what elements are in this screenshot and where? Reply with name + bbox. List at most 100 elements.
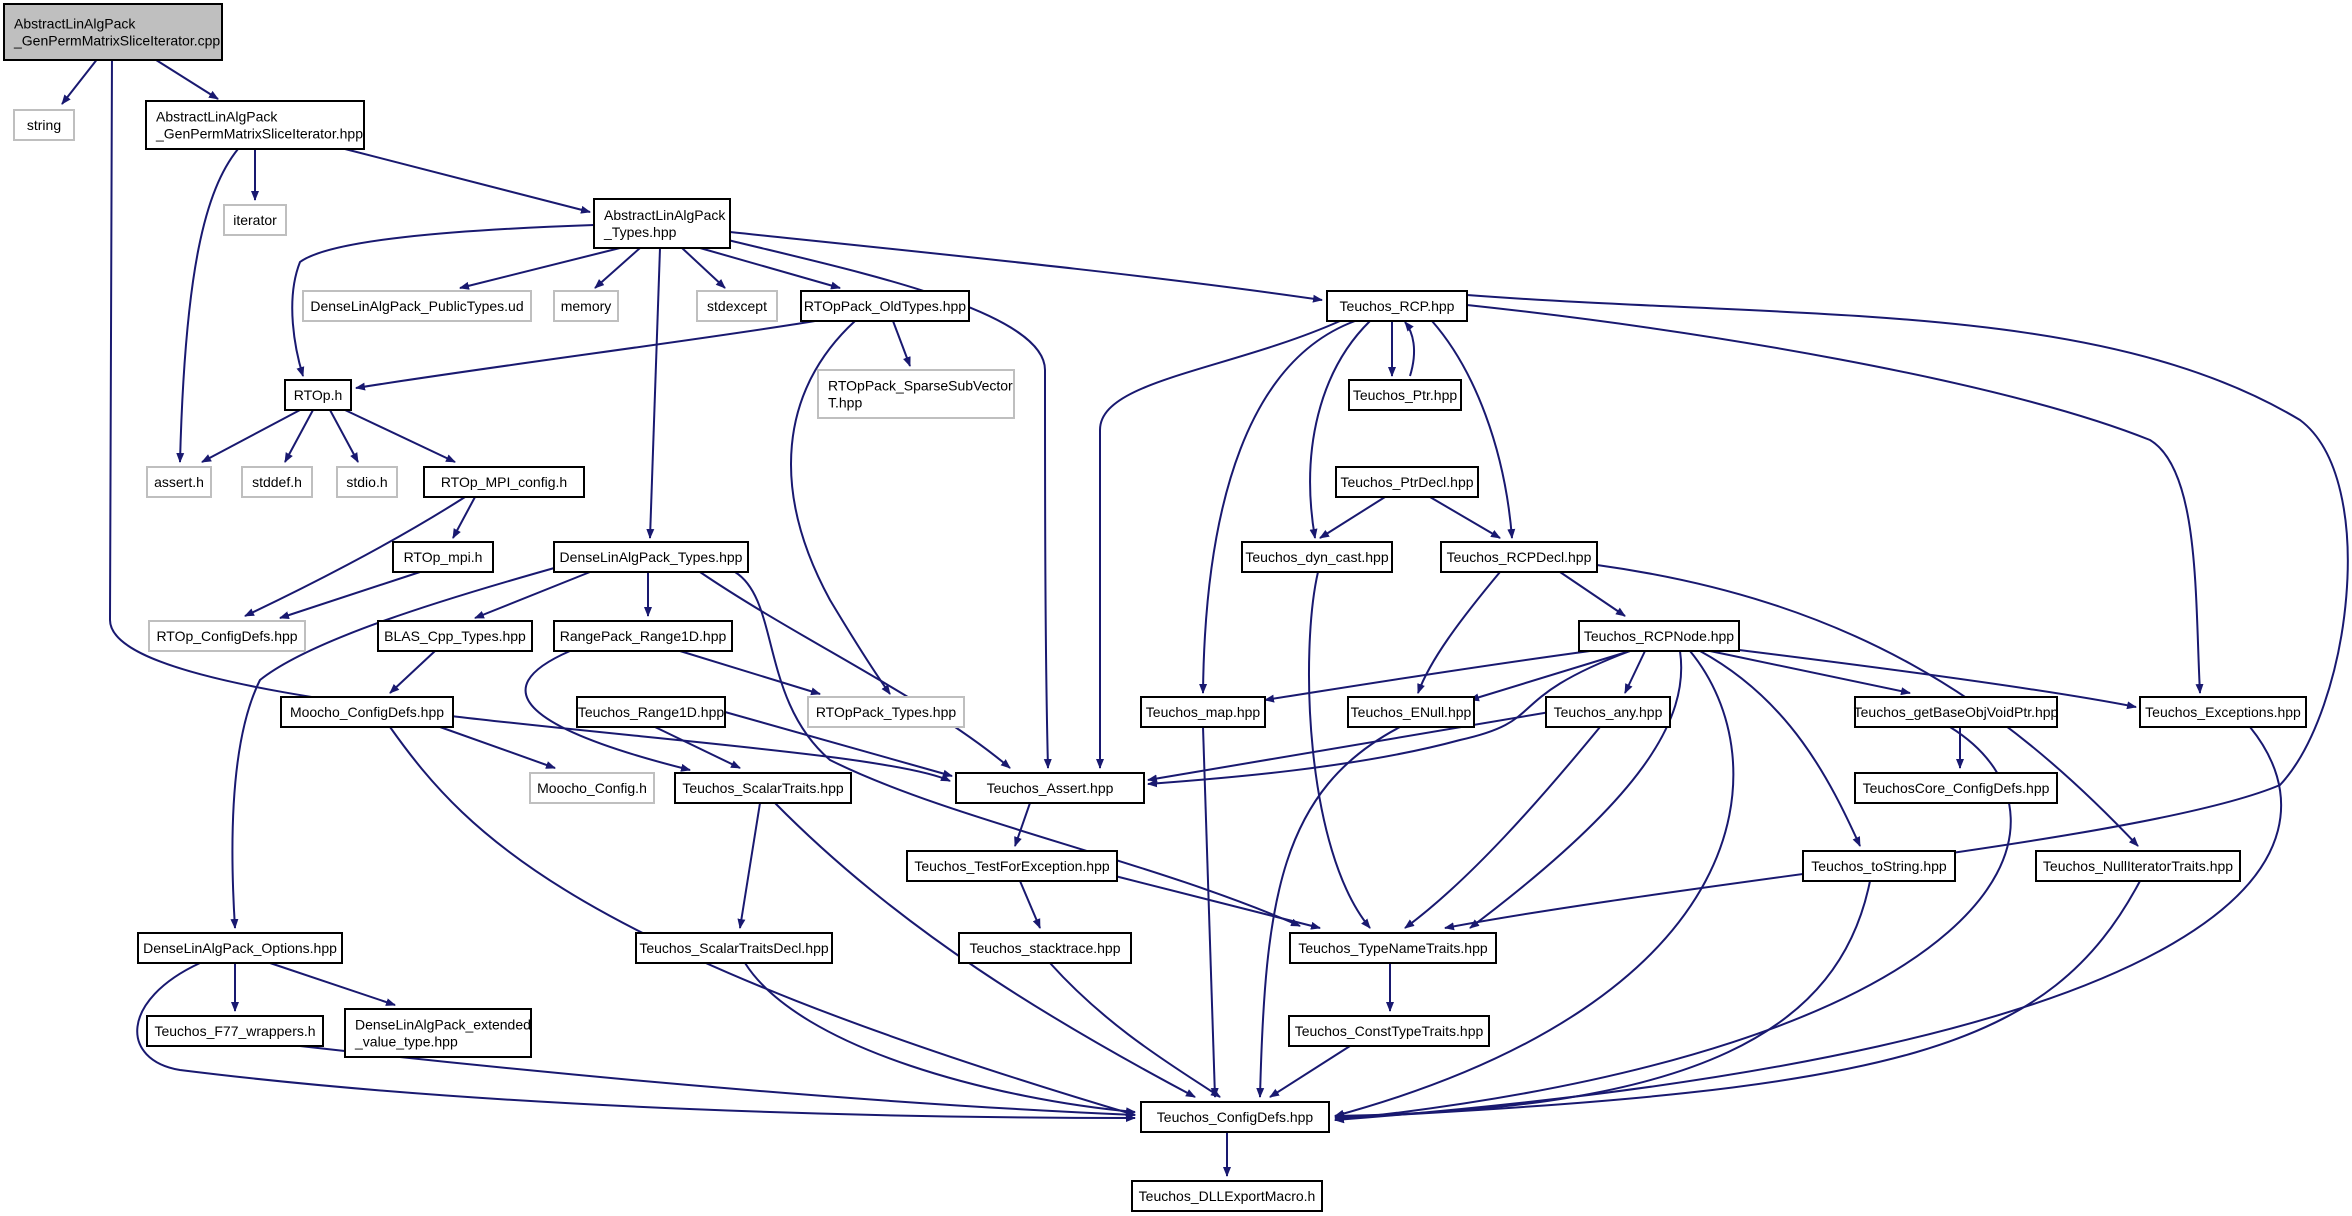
edge-rcpnode-to-exceptions <box>1738 649 2137 710</box>
node-rtoppack-types[interactable]: RTOpPack_Types.hpp <box>807 696 965 728</box>
node-moocho-cfg[interactable]: Moocho_ConfigDefs.hpp <box>280 696 454 728</box>
node-rtop-old[interactable]: RTOpPack_OldTypes.hpp <box>800 290 970 322</box>
node-testexc[interactable]: Teuchos_TestForException.hpp <box>906 850 1118 882</box>
node-dla-options[interactable]: DenseLinAlgPack_Options.hpp <box>137 932 343 964</box>
node-blas[interactable]: BLAS_Cpp_Types.hpp <box>377 620 533 652</box>
node-dla-pub[interactable]: DenseLinAlgPack_PublicTypes.ud <box>302 290 532 322</box>
node-label: AbstractLinAlgPack <box>156 109 278 125</box>
node-rtop-mpi[interactable]: RTOp_mpi.h <box>392 541 494 573</box>
edge-range1d-to-rtoppack_types <box>679 650 821 696</box>
node-dla-ext[interactable]: DenseLinAlgPack_extended_value_type.hpp <box>344 1008 532 1058</box>
node-label: Teuchos_map.hpp <box>1146 704 1261 720</box>
node-label: RTOpPack_Types.hpp <box>816 704 957 720</box>
node-memory[interactable]: memory <box>553 290 619 322</box>
node-label: DenseLinAlgPack_extended <box>355 1017 531 1033</box>
edge-root-to-t_assert <box>108 52 951 782</box>
node-range1d[interactable]: RangePack_Range1D.hpp <box>553 620 733 652</box>
node-box <box>553 290 619 322</box>
node-label: RTOp.h <box>294 387 343 403</box>
node-t-assert[interactable]: Teuchos_Assert.hpp <box>955 772 1145 804</box>
node-map[interactable]: Teuchos_map.hpp <box>1140 696 1266 728</box>
edge-rcpnode-to-tostring <box>1699 650 1861 847</box>
node-stddef[interactable]: stddef.h <box>241 466 313 498</box>
node-gpmsi-hpp[interactable]: AbstractLinAlgPack_GenPermMatrixSliceIte… <box>145 100 365 150</box>
node-ptrdecl[interactable]: Teuchos_PtrDecl.hpp <box>1335 466 1479 498</box>
node-box <box>1326 290 1468 322</box>
node-label: RTOpPack_SparseSubVector <box>828 378 1013 394</box>
node-any[interactable]: Teuchos_any.hpp <box>1545 696 1671 728</box>
node-dll[interactable]: Teuchos_DLLExportMacro.h <box>1131 1180 1323 1212</box>
edge-ala_types-to-rcp <box>729 231 1323 303</box>
node-label: BLAS_Cpp_Types.hpp <box>384 628 526 644</box>
node-rtop-cfg[interactable]: RTOp_ConfigDefs.hpp <box>148 620 306 652</box>
node-enull[interactable]: Teuchos_ENull.hpp <box>1347 696 1475 728</box>
edge-scalardecl-to-t_cfg <box>744 962 1136 1116</box>
node-box <box>1288 1015 1490 1047</box>
node-ptr[interactable]: Teuchos_Ptr.hpp <box>1348 379 1462 411</box>
node-nulliter[interactable]: Teuchos_NullIteratorTraits.hpp <box>2035 850 2241 882</box>
node-t-cfg[interactable]: Teuchos_ConfigDefs.hpp <box>1140 1101 1330 1133</box>
node-moocho-config[interactable]: Moocho_Config.h <box>529 772 655 804</box>
edge-testexc-to-stacktrace <box>1019 880 1041 929</box>
node-stdexcept[interactable]: stdexcept <box>696 290 778 322</box>
edge-rtop_old-to-rtoppack_types <box>790 320 891 695</box>
node-label: _GenPermMatrixSliceIterator.cpp <box>13 33 220 49</box>
node-tostring[interactable]: Teuchos_toString.hpp <box>1802 850 1956 882</box>
edge-ala_types-to-rtop_old <box>699 247 841 290</box>
node-box <box>800 290 970 322</box>
node-box <box>955 772 1145 804</box>
node-box <box>148 620 306 652</box>
node-rcp[interactable]: Teuchos_RCP.hpp <box>1326 290 1468 322</box>
node-rtop-h[interactable]: RTOp.h <box>284 379 352 411</box>
node-label: Teuchos_ConstTypeTraits.hpp <box>1295 1023 1484 1039</box>
node-label: Teuchos_Exceptions.hpp <box>2145 704 2301 720</box>
node-label: Teuchos_stacktrace.hpp <box>970 940 1121 956</box>
edge-rtop_h-to-stdio <box>329 409 359 463</box>
node-stdio[interactable]: stdio.h <box>336 466 398 498</box>
node-t-range1d[interactable]: Teuchos_Range1D.hpp <box>576 696 726 728</box>
node-box <box>817 369 1015 419</box>
node-label: RTOp_MPI_config.h <box>441 474 567 490</box>
node-stacktrace[interactable]: Teuchos_stacktrace.hpp <box>958 932 1132 964</box>
node-rcpnode[interactable]: Teuchos_RCPNode.hpp <box>1578 620 1740 652</box>
node-core-cfg[interactable]: TeuchosCore_ConfigDefs.hpp <box>1854 772 2058 804</box>
edge-ala_types-to-memory <box>594 247 641 289</box>
node-getbase[interactable]: Teuchos_getBaseObjVoidPtr.hpp <box>1854 696 2059 728</box>
edge-ptr-to-rcp <box>1404 321 1416 377</box>
node-mpi-config[interactable]: RTOp_MPI_config.h <box>423 466 585 498</box>
edge-stacktrace-to-t_cfg <box>1049 962 1221 1098</box>
node-label: Teuchos_TestForException.hpp <box>914 858 1110 874</box>
node-dyn-cast[interactable]: Teuchos_dyn_cast.hpp <box>1241 541 1393 573</box>
node-typename[interactable]: Teuchos_TypeNameTraits.hpp <box>1289 932 1497 964</box>
node-label: Teuchos_ScalarTraitsDecl.hpp <box>639 940 829 956</box>
edge-rcp-to-exceptions <box>1466 304 2204 694</box>
node-scalar[interactable]: Teuchos_ScalarTraits.hpp <box>674 772 852 804</box>
node-assert-h[interactable]: assert.h <box>146 466 212 498</box>
node-label: DenseLinAlgPack_PublicTypes.ud <box>310 298 523 314</box>
node-label: Teuchos_TypeNameTraits.hpp <box>1298 940 1488 956</box>
node-box <box>807 696 965 728</box>
edge-rcp-to-rcpdecl <box>1431 320 1516 539</box>
node-dla-types[interactable]: DenseLinAlgPack_Types.hpp <box>553 541 749 573</box>
node-f77[interactable]: Teuchos_F77_wrappers.h <box>146 1015 324 1047</box>
node-ala-types[interactable]: AbstractLinAlgPack_Types.hpp <box>593 198 731 249</box>
node-label: RTOp_ConfigDefs.hpp <box>156 628 297 644</box>
node-label: stddef.h <box>252 474 302 490</box>
edge-dyn_cast-to-typename <box>1308 571 1371 929</box>
node-string[interactable]: string <box>13 109 75 141</box>
node-rcpdecl[interactable]: Teuchos_RCPDecl.hpp <box>1440 541 1598 573</box>
node-exceptions[interactable]: Teuchos_Exceptions.hpp <box>2139 696 2307 728</box>
node-box <box>906 850 1118 882</box>
node-label: _GenPermMatrixSliceIterator.hpp <box>155 126 363 142</box>
node-label: T.hpp <box>828 395 862 411</box>
node-iterator[interactable]: iterator <box>223 204 287 236</box>
node-consttype[interactable]: Teuchos_ConstTypeTraits.hpp <box>1288 1015 1490 1047</box>
node-box <box>553 620 733 652</box>
node-box <box>302 290 532 322</box>
node-scalardecl[interactable]: Teuchos_ScalarTraitsDecl.hpp <box>635 932 833 964</box>
node-label: Teuchos_any.hpp <box>1554 704 1663 720</box>
node-root[interactable]: AbstractLinAlgPack_GenPermMatrixSliceIte… <box>3 3 223 61</box>
node-label: Moocho_ConfigDefs.hpp <box>290 704 444 720</box>
node-label: RangePack_Range1D.hpp <box>560 628 727 644</box>
